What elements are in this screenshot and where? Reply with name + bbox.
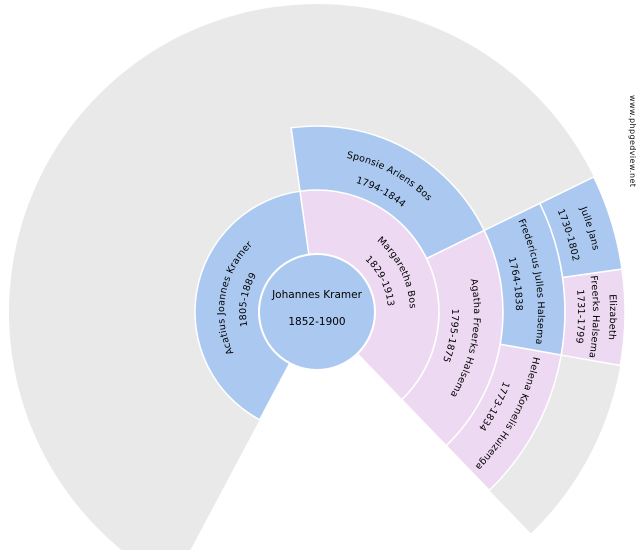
sector-elizabeth-freerks-halsema[interactable]	[560, 268, 626, 367]
center-person-name: Johannes Kramer	[271, 289, 363, 301]
person-name-arc: Freerks Halsema	[586, 275, 601, 359]
person-dates-arc: 1731-1799	[573, 289, 586, 344]
sector-helena-kornelis-huizenga[interactable]	[445, 343, 563, 492]
center-person-disc[interactable]	[258, 253, 376, 371]
center-person-dates: 1852-1900	[288, 316, 345, 328]
phpgedview-watermark: www.phpgedview.net	[628, 95, 637, 187]
person-name-arc: Elizabeth	[606, 294, 618, 341]
